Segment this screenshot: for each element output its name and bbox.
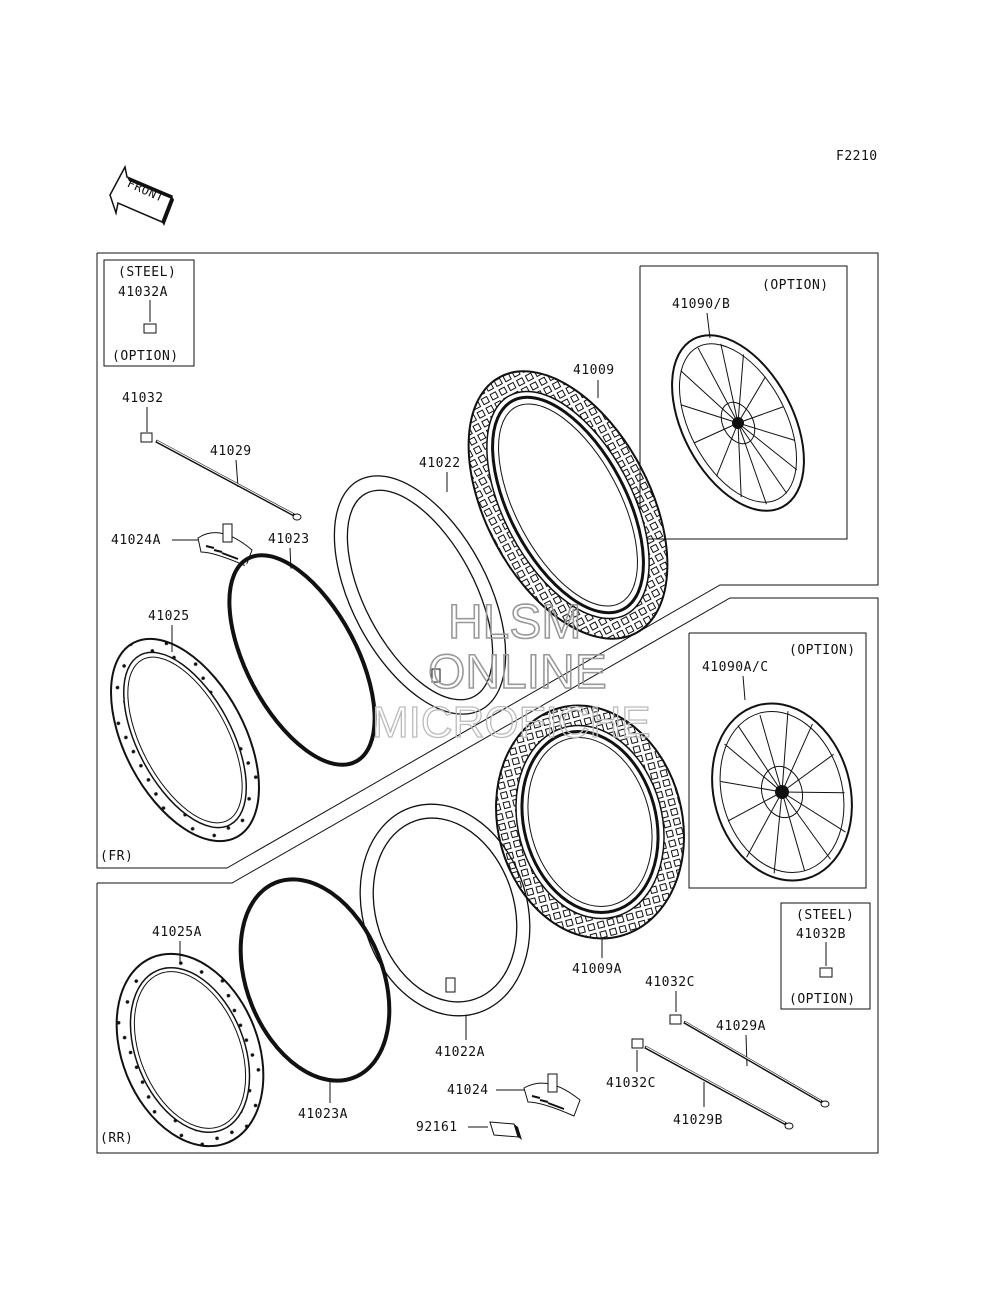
option-label: (OPTION) xyxy=(789,992,856,1007)
part-41029A: 41029A xyxy=(716,1019,766,1034)
rear-wheel-assembly xyxy=(711,702,853,882)
weight-block-icon xyxy=(489,1121,522,1140)
part-41009: 41009 xyxy=(573,363,615,378)
part-41090B: 41090/B xyxy=(672,297,730,312)
watermark-line1: HLSM xyxy=(448,596,581,649)
spoke-icon xyxy=(644,1045,794,1130)
part-41024: 41024 xyxy=(447,1083,489,1098)
option-wheel-box-front: (OPTION) 41090/B xyxy=(639,265,848,540)
part-41032C: 41032C xyxy=(645,975,695,990)
part-41025: 41025 xyxy=(148,609,190,624)
option-label: (OPTION) xyxy=(762,278,829,293)
part-41022: 41022 xyxy=(419,456,461,471)
part-41032C: 41032C xyxy=(606,1076,656,1091)
tire-front xyxy=(467,370,669,640)
rear-group-label: (RR) xyxy=(100,1131,133,1146)
rim-rear xyxy=(115,952,265,1148)
part-41025A: 41025A xyxy=(152,925,202,940)
spoke-icon xyxy=(683,1020,830,1108)
valve-cap-icon xyxy=(143,323,157,334)
watermark-line3: MICROFICHE xyxy=(372,698,651,747)
part-41032A: 41032A xyxy=(118,285,168,300)
part-92161: 92161 xyxy=(416,1120,458,1135)
rim-band-clip-icon xyxy=(197,523,253,567)
inner-tube-front xyxy=(333,475,507,715)
part-41032B: 41032B xyxy=(796,927,846,942)
rim-band-rear xyxy=(238,877,392,1083)
valve-stem-icon xyxy=(431,668,441,683)
tire-rear xyxy=(495,704,685,940)
rim-front xyxy=(110,637,260,843)
figure-code: F2210 xyxy=(836,149,878,164)
part-41023A: 41023A xyxy=(298,1107,348,1122)
front-arrow-icon: FRONT xyxy=(109,164,174,226)
part-41029: 41029 xyxy=(210,444,252,459)
steel-box-rear: (STEEL) 41032B (OPTION) xyxy=(780,902,871,1010)
option-wheel-box-rear: (OPTION) 41090A/C xyxy=(688,632,867,889)
part-41024A: 41024A xyxy=(111,533,161,548)
spoke-nipple-icon xyxy=(669,1014,682,1025)
steel-label: (STEEL) xyxy=(118,265,176,280)
option-label: (OPTION) xyxy=(112,349,179,364)
part-41029B: 41029B xyxy=(673,1113,723,1128)
part-41022A: 41022A xyxy=(435,1045,485,1060)
front-section-outline xyxy=(96,252,879,869)
front-wheel-assembly xyxy=(671,334,805,512)
steel-box-front: (STEEL) 41032A (OPTION) xyxy=(103,259,195,367)
rim-band-front xyxy=(227,553,377,767)
spoke-icon xyxy=(155,439,302,521)
spoke-nipple-icon xyxy=(140,432,153,443)
rim-band-clip-icon xyxy=(523,1073,581,1117)
watermark: HLSM ONLINE MICROFICHE xyxy=(371,595,651,747)
valve-stem-icon xyxy=(445,977,456,993)
part-41009A: 41009A xyxy=(572,962,622,977)
part-41032: 41032 xyxy=(122,391,164,406)
front-group-label: (FR) xyxy=(100,849,133,864)
valve-cap-icon xyxy=(819,967,833,978)
steel-label: (STEEL) xyxy=(796,908,854,923)
spoke-nipple-icon xyxy=(631,1038,644,1049)
part-41023: 41023 xyxy=(268,532,310,547)
rear-section-outline xyxy=(96,597,879,1154)
option-label: (OPTION) xyxy=(789,643,856,658)
watermark-line2: ONLINE xyxy=(428,646,607,699)
part-41090AC: 41090A/C xyxy=(702,660,769,675)
